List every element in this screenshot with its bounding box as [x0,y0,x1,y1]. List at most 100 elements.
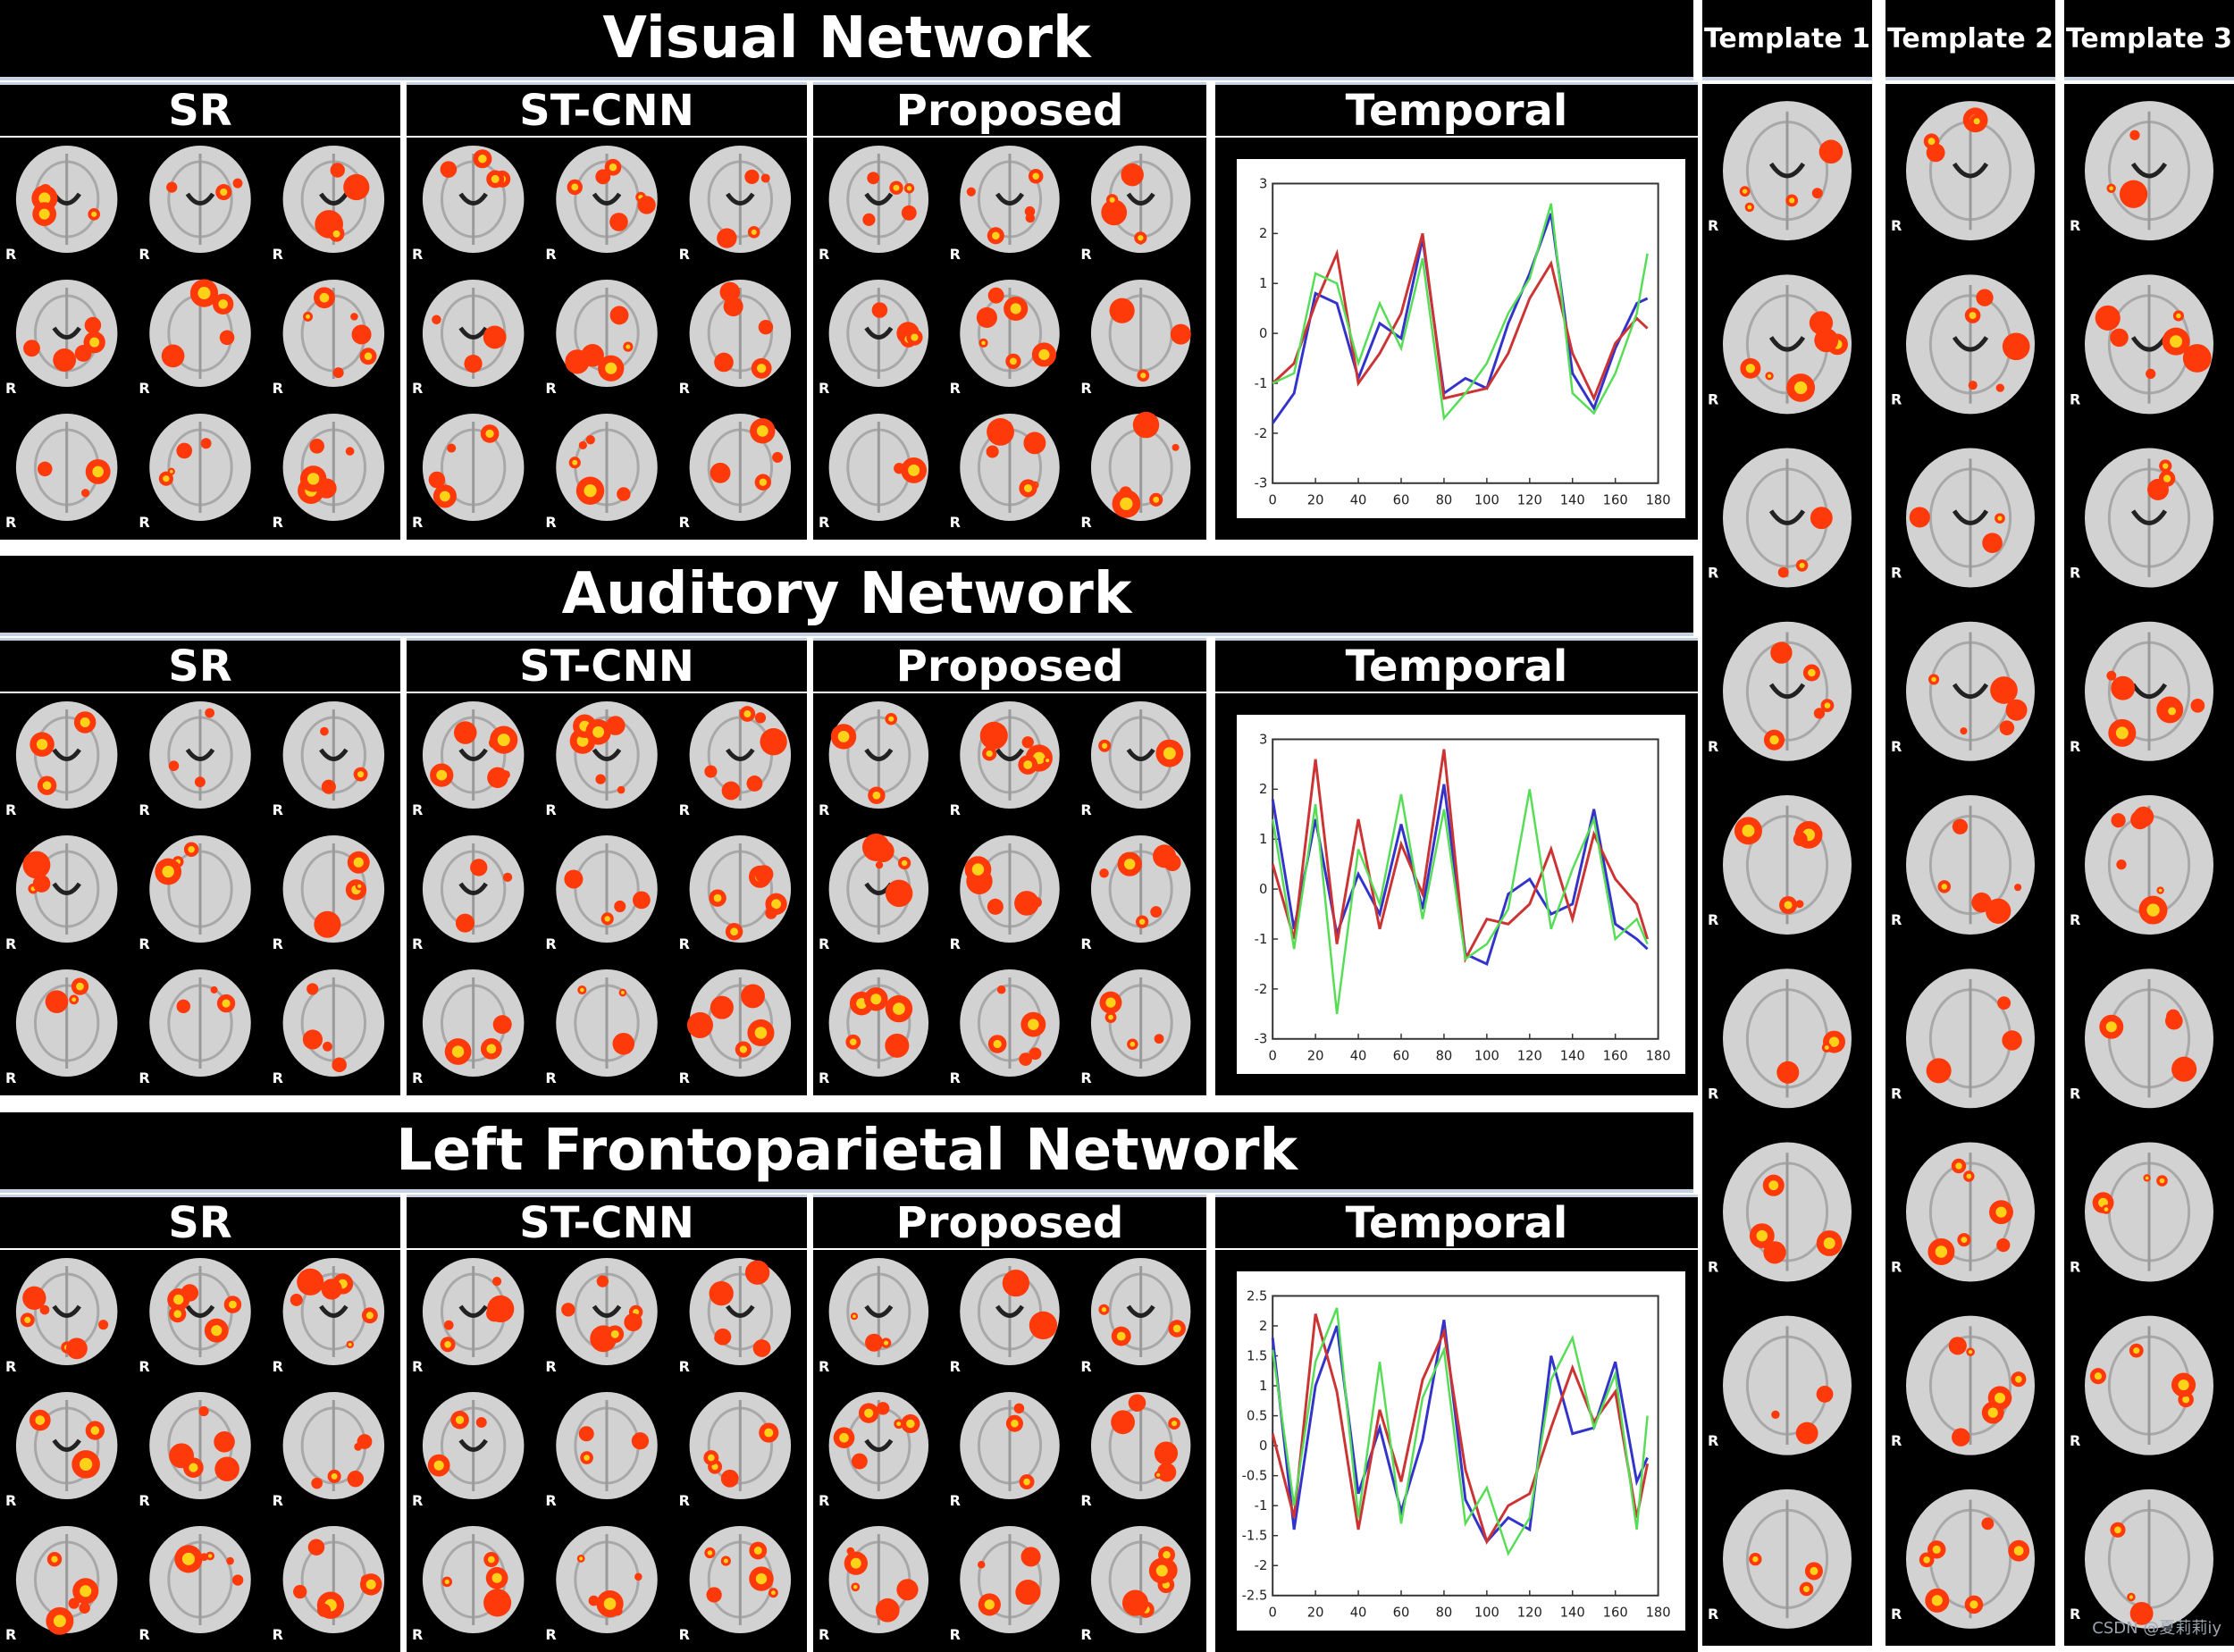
activation-core [850,1557,861,1569]
activation-blob [492,1277,502,1287]
orientation-label: R [139,1358,149,1375]
ventricle [1952,509,1989,525]
ventricle [2130,162,2168,179]
activation-core [24,1316,31,1323]
activation-blob [746,776,763,792]
activation-core [1101,742,1108,749]
brain-slice [149,414,251,521]
activation-blob [1960,727,1968,735]
y-tick-label: -2 [1255,1558,1268,1573]
orientation-label: R [139,246,149,263]
activation-blob [1021,736,1034,749]
brain-slice [282,414,385,521]
brain-slice [1090,1526,1191,1633]
orientation-label: R [950,1069,961,1086]
activation-blob [617,785,626,794]
activation-core [708,1454,715,1462]
activation-blob [1150,906,1163,918]
activation-core [883,1340,889,1346]
orientation-label: R [679,1358,690,1375]
brain-slice [1090,1392,1191,1499]
activation-blob [321,779,336,794]
activation-blob [2171,1056,2197,1082]
orientation-label: R [679,1626,690,1643]
brain-slice [149,1392,251,1499]
activation-core [1973,118,1980,125]
brain-slice [556,280,658,387]
activation-core [2104,1207,2109,1212]
template-slice [2085,274,2213,415]
orientation-label: R [1080,514,1091,531]
activation-core [1966,1173,1972,1179]
activation-blob [2013,884,2022,892]
ventricle [726,192,755,205]
activation-blob [290,1294,303,1306]
activation-blob [1770,642,1793,664]
activation-blob [710,995,734,1019]
brain-slice [556,1258,658,1365]
activation-core [605,362,617,374]
activation-core [80,1585,92,1597]
template-slice [1906,1315,2035,1455]
x-tick-label: 40 [1350,1605,1367,1620]
y-tick-label: 0.5 [1247,1408,1267,1423]
orientation-label: R [819,380,829,397]
plot-frame [1272,738,1659,1040]
orientation-label: R [139,1492,149,1509]
orientation-label: R [139,380,149,397]
x-tick-label: 20 [1307,492,1324,507]
activation-core [713,893,722,902]
template-slice [1723,1142,1852,1282]
orientation-label: R [1080,801,1091,818]
activation-blob [2116,860,2127,870]
activation-blob [752,1339,771,1357]
activation-core [1955,1162,1962,1170]
activation-core [1931,676,1936,683]
orientation-label: R [545,246,556,263]
orientation-label: R [950,1358,961,1375]
activation-core [1969,312,1977,320]
activation-core [2129,1595,2134,1599]
y-tick-label: 2 [1259,782,1267,797]
column-header: SR [0,1195,400,1248]
activation-blob [84,316,102,334]
activation-core [571,183,579,191]
activation-core [80,717,90,727]
ventricle [52,1304,81,1318]
activation-blob [637,196,656,214]
activation-blob [1818,139,1843,164]
activation-core [1032,172,1039,180]
activation-core [365,1579,376,1589]
brain-slice [15,701,118,809]
activation-blob [1002,1270,1029,1297]
activation-core [365,1312,374,1320]
activation-blob [605,716,626,735]
activation-blob [1952,818,1969,834]
orientation-label: R [2070,1085,2080,1102]
x-tick-label: 60 [1393,1605,1410,1620]
activation-blob [330,163,345,178]
activation-core [79,1457,93,1472]
brain-slice [149,279,251,387]
network-title: Visual Network [0,0,1693,80]
column-header: Temporal [1215,82,1698,136]
ventricle [864,326,894,340]
activation-core [76,982,84,991]
ventricle [458,326,488,340]
brain-slice [689,1258,792,1365]
activation-blob [612,1032,635,1055]
orientation-label: R [273,380,283,397]
activation-core [906,1419,915,1429]
activation-core [986,750,993,758]
activation-core [1109,197,1115,203]
activation-core [222,999,231,1008]
brain-slice [15,1392,118,1499]
x-tick-label: 100 [1474,1605,1499,1620]
